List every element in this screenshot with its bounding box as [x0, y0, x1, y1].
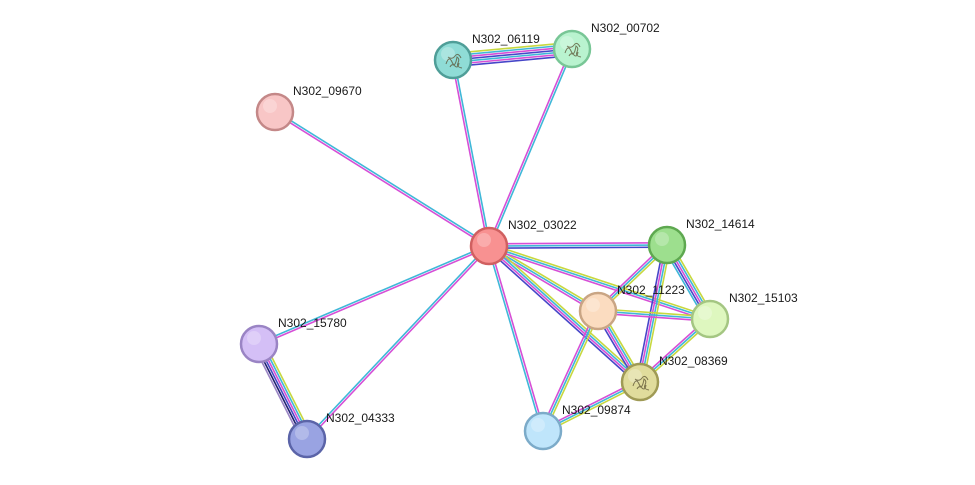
node-N302_04333[interactable]: N302_04333: [287, 411, 395, 459]
node-N302_08369[interactable]: N302_08369: [620, 354, 728, 402]
edge-evidence-line: [451, 60, 489, 247]
node-label: N302_03022: [508, 218, 577, 232]
edge-evidence-line: [487, 48, 572, 246]
node-circle[interactable]: [469, 226, 509, 266]
edge-N302_03022-N302_08369[interactable]: [486, 242, 643, 386]
node-N302_15780[interactable]: N302_15780: [239, 316, 347, 364]
node-highlight: [560, 36, 574, 50]
edge-evidence-line: [489, 245, 545, 431]
node-label: N302_00702: [591, 21, 660, 35]
edge-N302_03022-N302_04333[interactable]: [305, 244, 491, 441]
node-highlight: [698, 306, 712, 320]
edge-evidence-line: [258, 244, 489, 344]
node-label: N302_15103: [729, 291, 798, 305]
edge-evidence-line: [488, 244, 668, 247]
edge-N302_03022-N302_09670[interactable]: [273, 110, 491, 248]
node-N302_06119[interactable]: N302_06119: [433, 32, 540, 80]
edge-evidence-line: [259, 246, 490, 346]
edge-evidence-line: [489, 246, 668, 249]
edge-evidence-line: [452, 46, 572, 59]
edge-evidence-line: [487, 246, 640, 384]
node-N302_03022[interactable]: N302_03022: [469, 218, 577, 266]
edge-evidence-line: [453, 59, 491, 246]
edge-evidence-line: [453, 50, 573, 63]
edge-evidence-line: [488, 247, 710, 322]
node-highlight: [586, 298, 600, 312]
node-circle[interactable]: [647, 225, 687, 265]
edge-evidence-line: [488, 245, 599, 312]
edge-evidence-line: [540, 309, 597, 431]
node-highlight: [628, 369, 642, 383]
node-circle[interactable]: [433, 40, 473, 80]
edge-evidence-line: [642, 245, 672, 383]
edge-evidence-line: [486, 247, 639, 386]
node-label: N302_11223: [617, 283, 685, 297]
edge-evidence-line: [452, 41, 572, 55]
edge-evidence-line: [453, 54, 573, 68]
node-circle[interactable]: [690, 299, 730, 339]
node-circle[interactable]: [255, 92, 295, 132]
node-circle[interactable]: [287, 419, 327, 459]
edge-N302_11223-N302_09874[interactable]: [540, 309, 601, 433]
edge-evidence-line: [488, 245, 711, 320]
node-label: N302_09874: [562, 403, 631, 417]
protein-structure-icon: [564, 42, 582, 58]
protein-structure-icon: [632, 375, 650, 391]
node-label: N302_14614: [686, 217, 755, 231]
node-highlight: [655, 232, 669, 246]
node-N302_00702[interactable]: N302_00702: [552, 21, 660, 69]
edge-evidence-line: [488, 242, 667, 245]
nodes-layer: N302_03022 N302_06119 N302_00702N302_09670…: [239, 21, 798, 459]
protein-structure-icon: [445, 53, 463, 69]
edge-evidence-line: [489, 243, 711, 318]
node-circle[interactable]: [620, 362, 660, 402]
node-circle[interactable]: [523, 411, 563, 451]
edge-N302_03022-N302_15103[interactable]: [488, 243, 711, 322]
edge-N302_03022-N302_09874[interactable]: [487, 245, 545, 432]
node-circle[interactable]: [552, 29, 592, 69]
edge-evidence-line: [489, 49, 574, 247]
edge-N302_03022-N302_14614[interactable]: [488, 242, 668, 249]
node-highlight: [531, 418, 545, 432]
edge-N302_03022-N302_00702[interactable]: [487, 48, 574, 247]
node-highlight: [477, 233, 491, 247]
edge-evidence-line: [544, 311, 601, 433]
edge-evidence-line: [490, 242, 643, 381]
edge-N302_03022-N302_06119[interactable]: [451, 59, 491, 247]
node-highlight: [441, 47, 455, 61]
node-label: N302_06119: [472, 32, 540, 46]
edge-N302_03022-N302_15780[interactable]: [258, 244, 490, 346]
edge-N302_06119-N302_00702[interactable]: [452, 41, 573, 68]
edge-evidence-line: [487, 247, 598, 314]
node-label: N302_04333: [326, 411, 395, 425]
edge-evidence-line: [489, 244, 642, 382]
node-N302_09670[interactable]: N302_09670: [255, 84, 362, 132]
edge-evidence-line: [275, 110, 491, 246]
node-highlight: [295, 426, 309, 440]
node-highlight: [247, 331, 261, 345]
node-label: N302_15780: [278, 316, 347, 330]
edge-evidence-line: [542, 310, 599, 432]
node-N302_09874[interactable]: N302_09874: [523, 403, 631, 451]
edge-evidence-line: [452, 48, 573, 61]
node-N302_11223[interactable]: N302_11223: [578, 283, 685, 331]
edge-evidence-line: [640, 245, 669, 383]
node-N302_14614[interactable]: N302_14614: [647, 217, 755, 265]
node-N302_15103[interactable]: N302_15103: [690, 291, 798, 339]
edge-evidence-line: [487, 246, 543, 432]
edge-evidence-line: [273, 112, 489, 248]
node-label: N302_08369: [659, 354, 728, 368]
node-highlight: [263, 99, 277, 113]
edge-evidence-line: [307, 246, 491, 441]
edge-evidence-line: [452, 43, 572, 57]
node-circle[interactable]: [239, 324, 279, 364]
edge-evidence-line: [305, 244, 489, 439]
node-circle[interactable]: [578, 291, 618, 331]
edge-evidence-line: [453, 52, 573, 66]
node-label: N302_09670: [293, 84, 362, 98]
